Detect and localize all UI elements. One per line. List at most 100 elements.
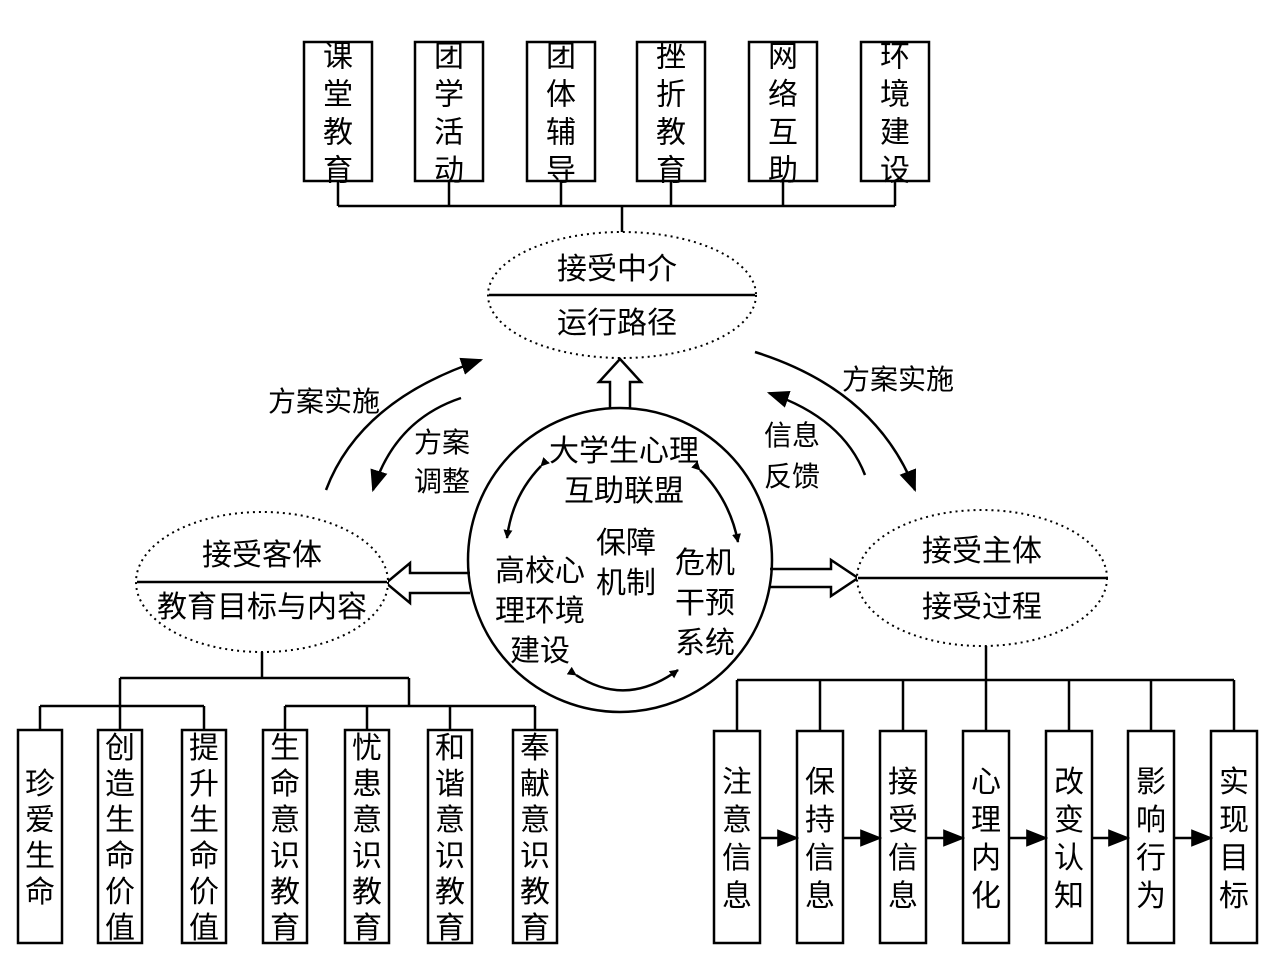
object-item-char: 值 bbox=[105, 911, 135, 946]
object-item-char: 奉 bbox=[520, 731, 550, 766]
subject-item-char: 受 bbox=[888, 803, 918, 838]
right-feedback-label-1: 信息 bbox=[764, 419, 820, 452]
object-item-char: 意 bbox=[435, 803, 465, 838]
medium-item-char: 环 bbox=[880, 40, 910, 75]
object-subtitle: 教育目标与内容 bbox=[157, 590, 367, 625]
right-hollow-arrow bbox=[770, 557, 861, 599]
object-item-char: 识 bbox=[435, 839, 465, 874]
medium-item-char: 动 bbox=[434, 154, 464, 189]
subject-subtitle: 接受过程 bbox=[922, 590, 1042, 625]
inner-arc-right bbox=[691, 461, 741, 543]
subject-item-char: 心 bbox=[971, 765, 1001, 800]
object-item-char: 价 bbox=[189, 875, 219, 910]
medium-item-char: 助 bbox=[768, 154, 798, 189]
object-item-char: 生 bbox=[105, 803, 135, 838]
subject-item-char: 注 bbox=[722, 765, 752, 800]
object-item-char: 意 bbox=[352, 803, 382, 838]
subject-item-char: 改 bbox=[1054, 765, 1084, 800]
center-right-line-3: 系统 bbox=[675, 626, 735, 661]
object-item-char: 意 bbox=[270, 803, 300, 838]
medium-item-char: 育 bbox=[323, 154, 353, 189]
object-item-char: 值 bbox=[189, 911, 219, 946]
left-implement-arrow bbox=[324, 357, 484, 491]
object-item-char: 命 bbox=[25, 875, 55, 910]
object-title: 接受客体 bbox=[202, 538, 322, 573]
object-node: 接受客体 教育目标与内容 bbox=[135, 511, 389, 653]
subject-item-char: 息 bbox=[888, 879, 918, 914]
object-item-char: 生 bbox=[25, 839, 55, 874]
object-item-char: 造 bbox=[105, 767, 135, 802]
right-feedback-label-2: 反馈 bbox=[764, 460, 820, 493]
subject-item-char: 信 bbox=[722, 841, 752, 876]
center-middle-line-2: 机制 bbox=[596, 566, 656, 601]
subject-item-char: 实 bbox=[1219, 765, 1249, 800]
medium-item-char: 导 bbox=[546, 154, 576, 189]
object-item-char: 育 bbox=[270, 911, 300, 946]
medium-item-char: 活 bbox=[434, 116, 464, 151]
object-item-char: 教 bbox=[352, 875, 382, 910]
up-hollow-arrow bbox=[596, 357, 644, 412]
object-item-char: 提 bbox=[189, 731, 219, 766]
object-item-char: 教 bbox=[270, 875, 300, 910]
medium-item-char: 课 bbox=[323, 40, 353, 75]
center-right-line-1: 危机 bbox=[675, 546, 735, 581]
right-implement-arrow bbox=[754, 350, 917, 493]
subject-item-char: 信 bbox=[888, 841, 918, 876]
object-connectors bbox=[38, 652, 537, 730]
subject-item-char: 信 bbox=[805, 841, 835, 876]
subject-title: 接受主体 bbox=[922, 534, 1042, 569]
medium-item-char: 网 bbox=[768, 40, 798, 75]
object-item-char: 和 bbox=[435, 731, 465, 766]
subject-item-char: 现 bbox=[1219, 803, 1249, 838]
object-item-char: 识 bbox=[520, 839, 550, 874]
subject-item-char: 标 bbox=[1219, 879, 1249, 914]
subject-item-char: 变 bbox=[1054, 803, 1084, 838]
medium-item-char: 育 bbox=[656, 154, 686, 189]
center-mechanism: 大学生心理 互助联盟 保障 机制 高校心 理环境 建设 危机 干预 系统 bbox=[466, 406, 774, 714]
center-left-line-2: 理环境 bbox=[495, 594, 585, 629]
object-item-char: 生 bbox=[270, 731, 300, 766]
subject-item-char: 理 bbox=[971, 803, 1001, 838]
medium-item-char: 挫 bbox=[656, 40, 686, 75]
medium-subtitle: 运行路径 bbox=[557, 306, 677, 341]
object-item-char: 识 bbox=[352, 839, 382, 874]
object-item-char: 识 bbox=[270, 839, 300, 874]
subject-node: 接受主体 接受过程 bbox=[856, 509, 1108, 647]
medium-item-char: 团 bbox=[546, 40, 576, 75]
center-top-line-1: 大学生心理 bbox=[549, 434, 699, 469]
inner-arc-bottom bbox=[566, 666, 679, 692]
right-feedback-arrow bbox=[766, 391, 867, 476]
center-middle-line-1: 保障 bbox=[596, 526, 656, 561]
object-item-char: 升 bbox=[189, 767, 219, 802]
medium-item-char: 体 bbox=[546, 78, 576, 113]
left-adjust-label-2: 调整 bbox=[414, 465, 470, 498]
subject-item-char: 接 bbox=[888, 765, 918, 800]
subject-item-char: 认 bbox=[1054, 841, 1084, 876]
object-item-char: 患 bbox=[352, 767, 382, 802]
left-implement-label: 方案实施 bbox=[268, 385, 380, 418]
object-item-char: 价 bbox=[105, 875, 135, 910]
medium-item-char: 堂 bbox=[323, 78, 353, 113]
object-item-char: 意 bbox=[520, 803, 550, 838]
object-item-char: 育 bbox=[435, 911, 465, 946]
medium-node: 接受中介 运行路径 bbox=[487, 231, 757, 359]
medium-item-char: 团 bbox=[434, 40, 464, 75]
object-item-char: 命 bbox=[270, 767, 300, 802]
